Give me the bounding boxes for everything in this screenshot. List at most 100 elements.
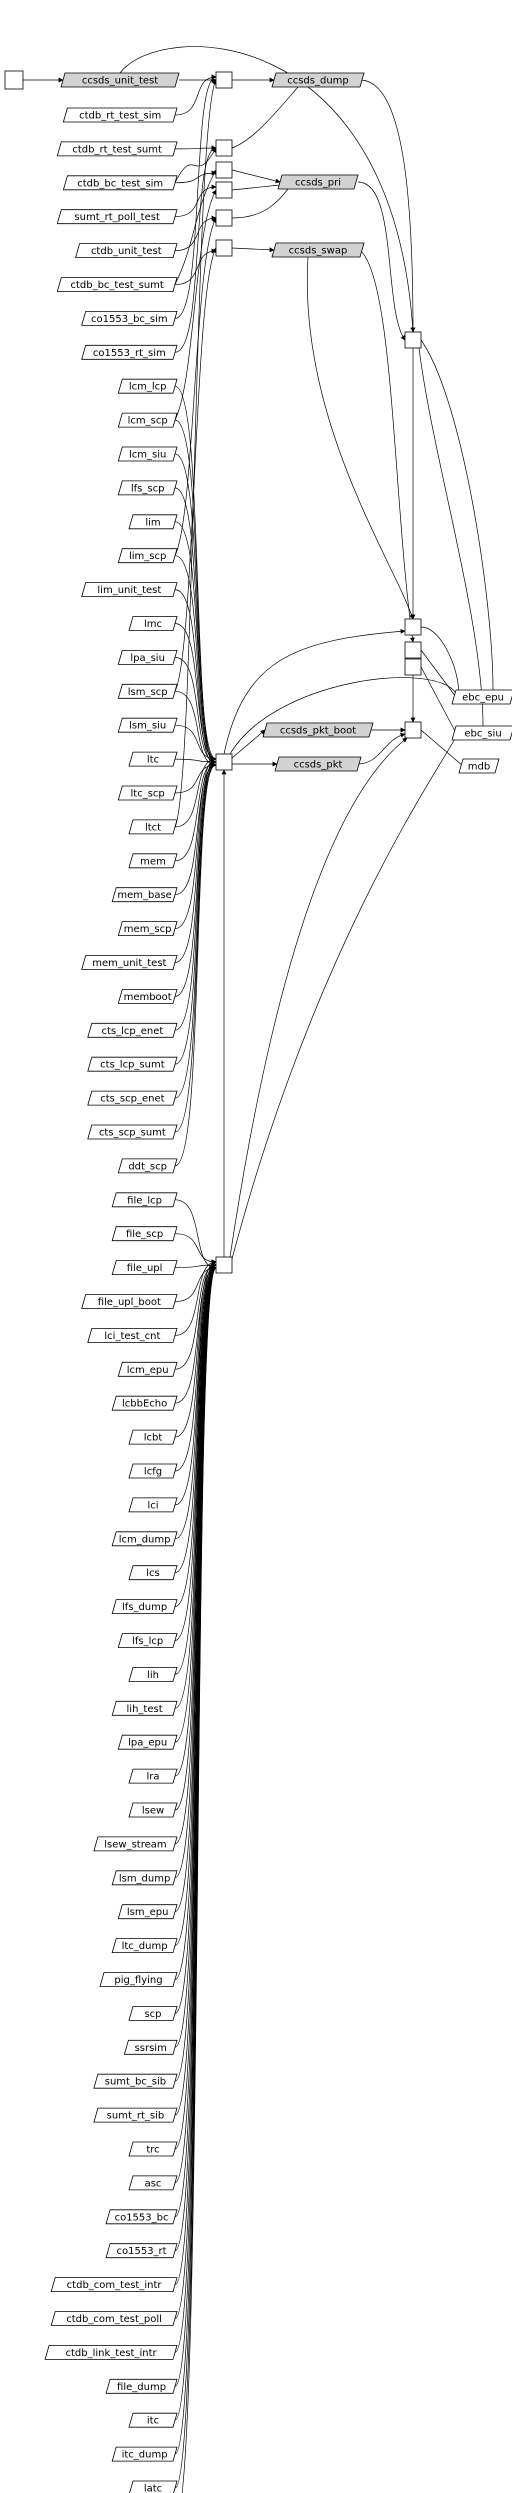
node-scp: scp <box>128 2006 178 2021</box>
node-shape <box>117 921 178 936</box>
edge <box>231 86 299 149</box>
node-label: co1553_rt_sim <box>93 348 166 359</box>
anon-box-l <box>404 658 422 676</box>
node-label: lsew <box>142 1806 164 1817</box>
node-lcfg: lcfg <box>128 1463 178 1479</box>
edge <box>174 1259 217 1438</box>
edge <box>174 756 217 1133</box>
node-lim-unit-test: lim_unit_test <box>81 582 178 597</box>
node-label: ctdb_unit_test <box>91 246 162 257</box>
node-lfs-scp: lfs_scp <box>117 480 178 496</box>
node-shape <box>93 1836 178 1852</box>
node-shape <box>111 2446 178 2462</box>
node-ctdb-com-test-poll: ctdb_com_test_poll <box>50 2311 178 2326</box>
edge <box>174 758 217 765</box>
node-shape <box>62 107 178 123</box>
edge <box>174 1259 217 1743</box>
node-shape <box>117 989 178 1004</box>
edge <box>174 79 217 828</box>
anon-box-c <box>215 161 233 179</box>
node-label: lpa_siu <box>130 653 165 664</box>
edge <box>420 339 494 691</box>
node-ssrsim: ssrsim <box>123 2039 178 2055</box>
node-ctdb-link-test-intr: ctdb_link_test_intr <box>44 2344 178 2360</box>
node-shape <box>50 2277 178 2293</box>
node-label: lfs_lcp <box>132 1636 163 1647</box>
node-label: scp <box>144 2009 161 2020</box>
node-shape <box>458 758 500 774</box>
node-sumt-bc-sib: sumt_bc_sib <box>93 2073 178 2089</box>
edge <box>231 247 275 253</box>
node-lfs-lcp: lfs_lcp <box>117 1633 178 1648</box>
node-shape <box>128 1565 178 1581</box>
node-label: ebc_epu <box>462 693 504 704</box>
node-shape <box>56 277 178 292</box>
node-lmc: lmc <box>128 616 178 631</box>
node-shape <box>60 72 180 88</box>
node-label: memboot <box>124 992 172 1003</box>
node-label: ccsds_pkt_boot <box>280 726 356 737</box>
node-lih: lih <box>128 1667 178 1682</box>
node-shape <box>128 2412 178 2428</box>
edge <box>174 623 217 762</box>
node-shape <box>93 2073 178 2089</box>
edge <box>174 169 217 285</box>
node-shape <box>117 650 178 665</box>
node-shape <box>105 2209 178 2225</box>
edge <box>174 1259 217 1641</box>
node-file-scp: file_scp <box>111 1226 178 1242</box>
node-shape <box>128 819 178 835</box>
node-label: lih_test <box>127 1704 163 1715</box>
node-lcbt: lcbt <box>128 1429 178 1445</box>
node-shape <box>81 955 178 970</box>
node-shape <box>128 2006 178 2021</box>
node-shape <box>128 1768 178 1784</box>
node-label: co1553_rt <box>116 2246 166 2257</box>
node-label: pig_flying <box>114 1975 162 1986</box>
edge <box>174 521 217 762</box>
node-shape <box>271 72 365 88</box>
node-label: mem_base <box>117 890 171 901</box>
edge <box>174 756 217 828</box>
node-lcbbecho: lcbbEcho <box>111 1395 178 1411</box>
node-shape <box>87 1328 178 1343</box>
edge <box>229 737 408 1258</box>
node-shape <box>128 751 178 767</box>
node-ltct: ltct <box>128 819 178 835</box>
edge <box>420 626 459 698</box>
node-shape <box>99 1972 178 1987</box>
node-label: ltc_scp <box>131 789 165 800</box>
node-lcm-epu: lcm_epu <box>117 1361 178 1377</box>
edge <box>357 181 406 341</box>
node-shape <box>117 1734 178 1750</box>
anon-box-f <box>215 239 233 257</box>
node-label: ltc_dump <box>122 1941 168 1952</box>
node-shape <box>117 717 178 733</box>
node-label: co1553_bc <box>115 2212 169 2223</box>
edge <box>174 74 217 319</box>
edge <box>418 347 484 727</box>
node-lcm-scp: lcm_scp <box>117 412 178 428</box>
node-label: lcbbEcho <box>122 1399 167 1410</box>
edge <box>174 145 217 151</box>
node-shape <box>117 446 178 462</box>
node-label: cts_lcp_sumt <box>100 1060 165 1071</box>
edge <box>174 170 217 184</box>
anon-box-k <box>404 641 422 659</box>
node-label: lsm_dump <box>119 1873 171 1884</box>
node-ccsds-pkt-boot: ccsds_pkt_boot <box>262 722 374 738</box>
node-label: sumt_rt_poll_test <box>74 212 160 223</box>
node-lcm-siu: lcm_siu <box>117 446 178 462</box>
edge <box>420 649 457 698</box>
node-shape <box>128 1463 178 1479</box>
node-shape <box>105 2378 178 2394</box>
node-cts-scp-sumt: cts_scp_sumt <box>87 1124 178 1140</box>
node-ccsds-pkt: ccsds_pkt <box>274 756 362 772</box>
node-shape <box>44 2344 178 2360</box>
node-lcm-dump: lcm_dump <box>111 1531 178 1547</box>
edge <box>174 217 217 556</box>
node-shape <box>93 2107 178 2123</box>
node-lsm-siu: lsm_siu <box>117 717 178 733</box>
node-lim-scp: lim_scp <box>117 548 178 564</box>
node-latc: latc <box>129 2480 178 2493</box>
